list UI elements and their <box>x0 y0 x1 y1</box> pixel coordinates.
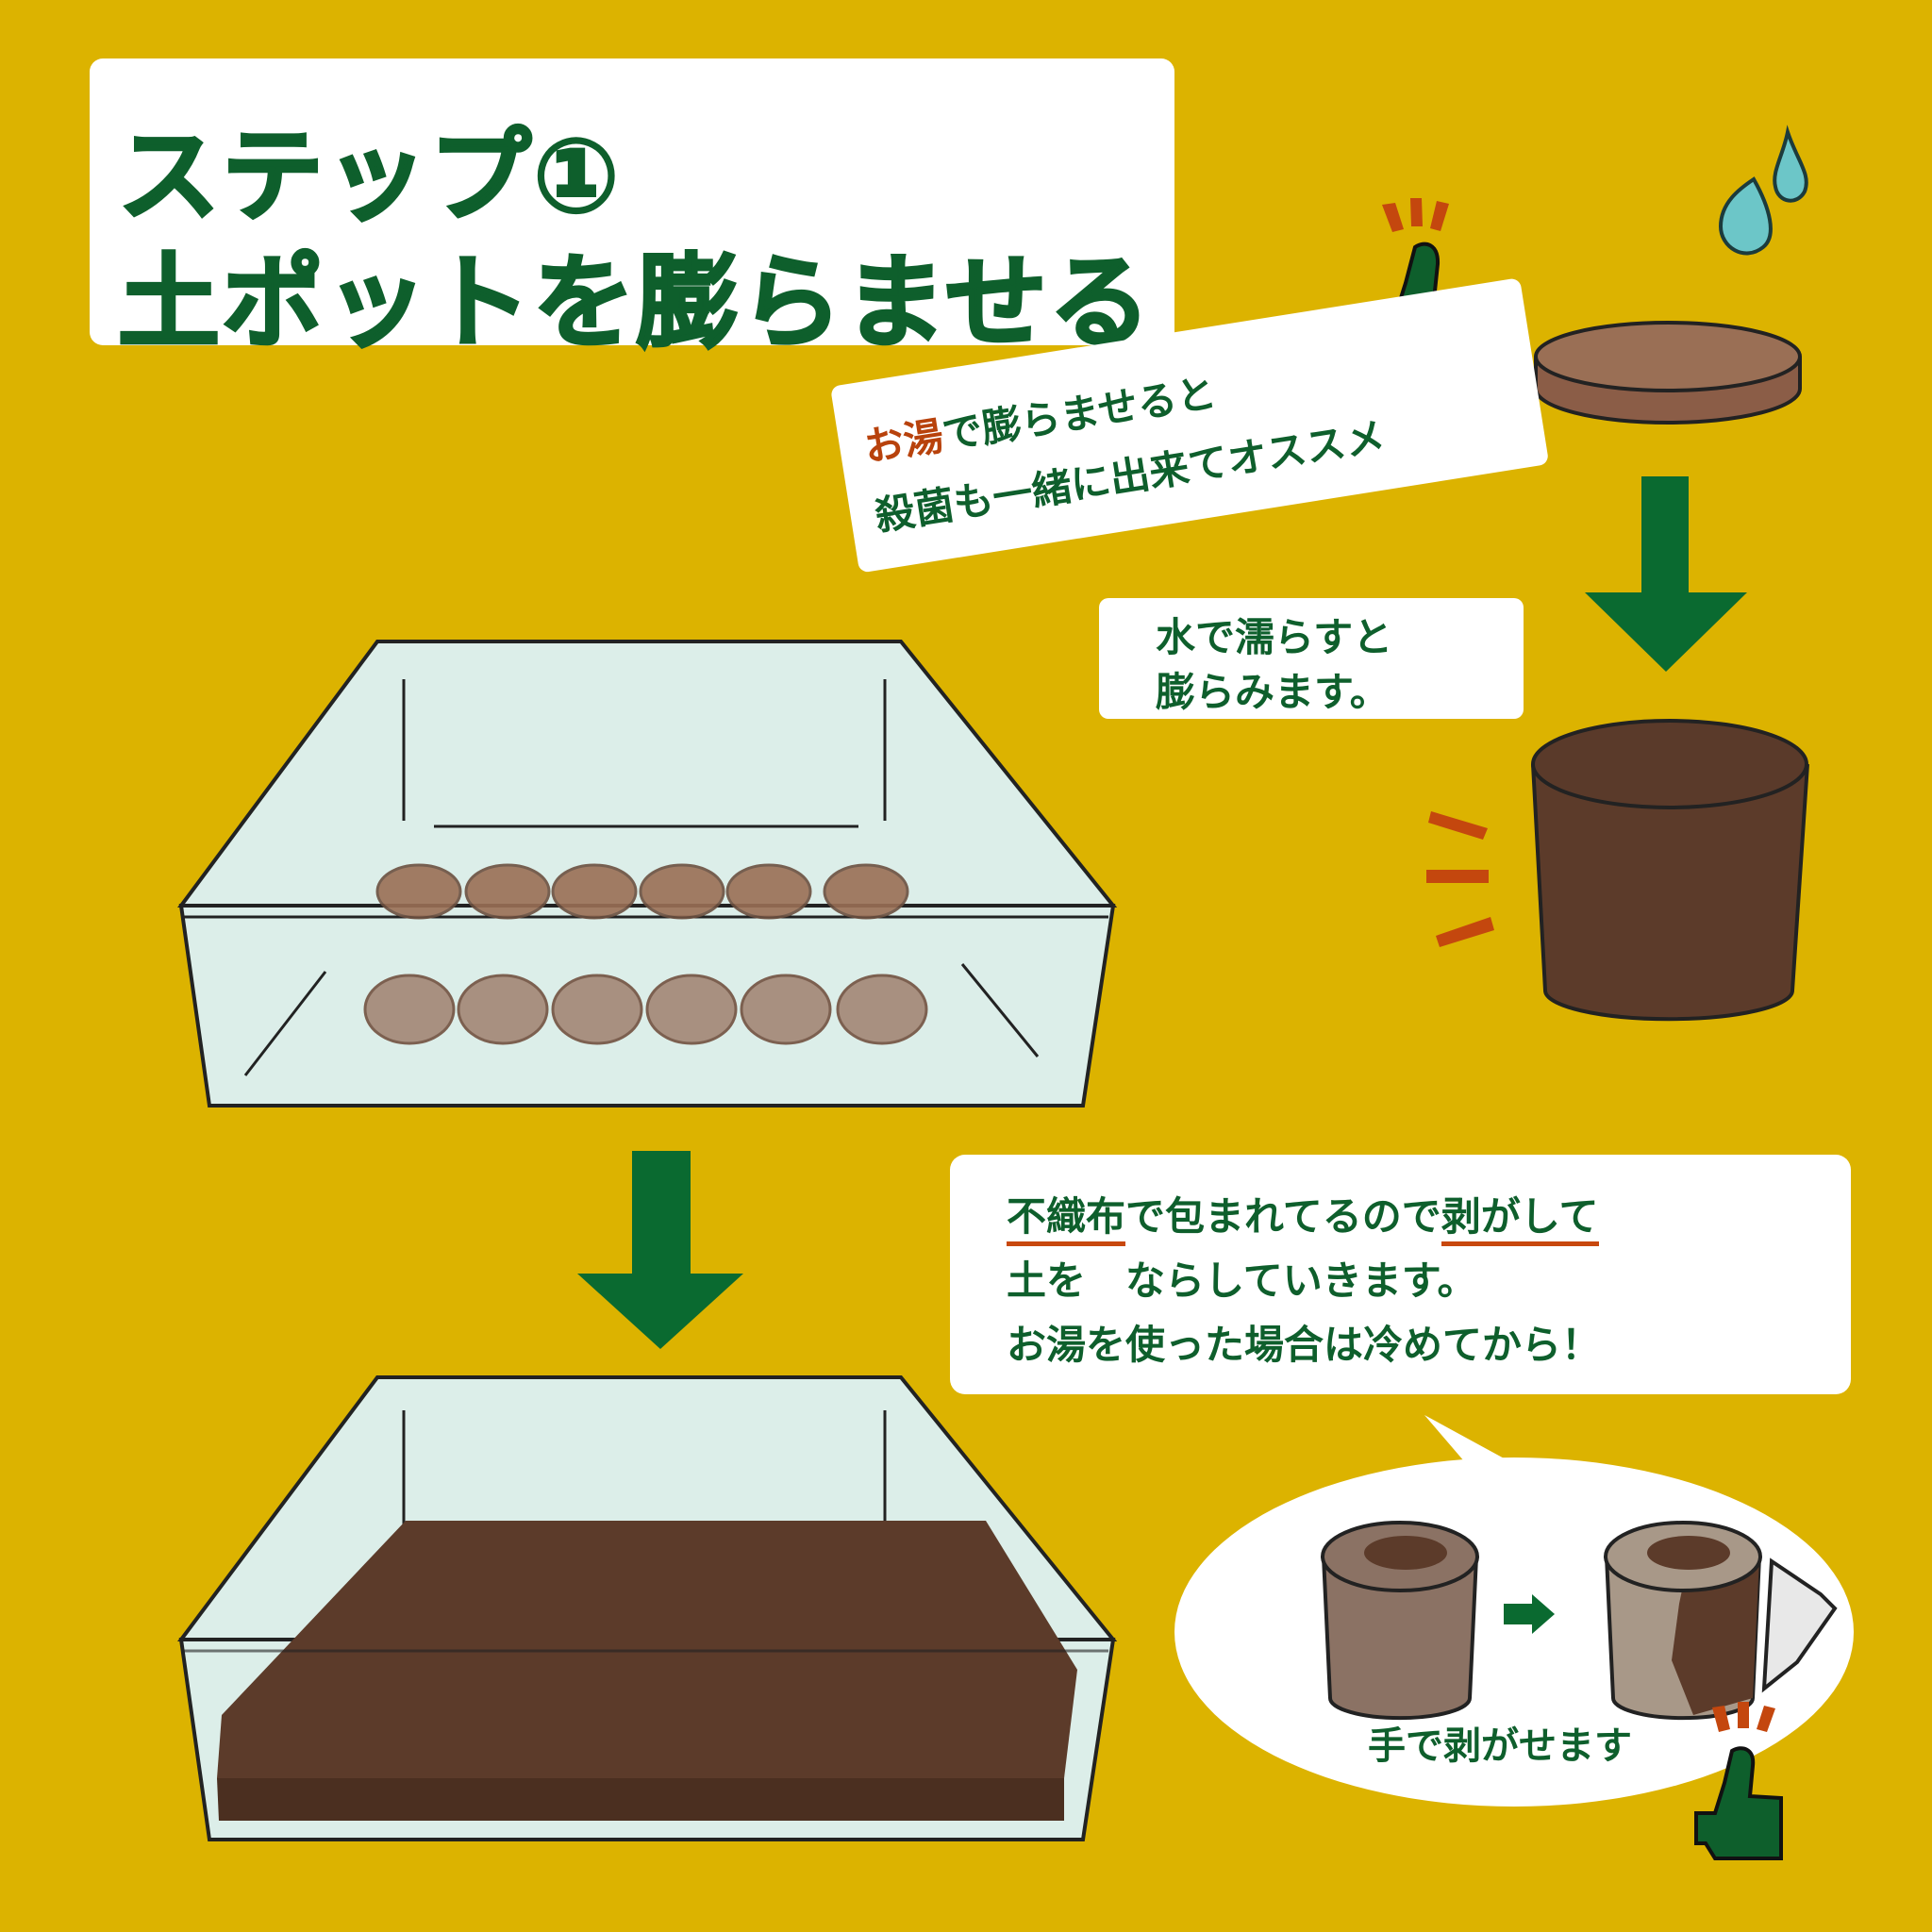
peel-note-line3: お湯を使った場合は冷めてから！ <box>1007 1322 1602 1368</box>
peel-note-underline-peel: 剥がして <box>1441 1193 1599 1246</box>
pellet-row-front <box>363 974 928 1045</box>
pellet <box>725 863 812 920</box>
pellet-row-back <box>375 863 909 920</box>
down-arrow-icon <box>577 1151 743 1349</box>
pellet <box>551 974 643 1045</box>
container-with-pellets <box>177 640 1118 1108</box>
spark-mark-icon <box>1382 198 1449 232</box>
peel-note-underline-fabric: 不織布 <box>1007 1193 1126 1246</box>
covered-pellet <box>1321 1521 1479 1721</box>
peel-note: 不織布で包まれてるので剥がして 土を ならしていきます。 お湯を使った場合は冷め… <box>950 1155 1851 1394</box>
water-drop-icon <box>1718 125 1808 256</box>
thumbs-up-icon <box>1694 1746 1783 1860</box>
peel-note-line1: 不織布で包まれてるので剥がして <box>1007 1185 1599 1246</box>
peel-note-line1-middle: で包まれてるので <box>1125 1193 1441 1240</box>
wet-note-line1: 水で濡らすと <box>1156 614 1393 660</box>
pellet <box>363 974 456 1045</box>
pellet <box>464 863 551 920</box>
pellet <box>645 974 738 1045</box>
dry-pellet <box>1534 321 1802 425</box>
wet-note-line2: 膨らみます。 <box>1156 669 1390 715</box>
expansion-mark-icon <box>1426 811 1494 947</box>
right-arrow-icon <box>1504 1594 1555 1634</box>
peel-note-line2: 土を ならしていきます。 <box>1007 1257 1477 1304</box>
tip-note-accent: お湯 <box>860 412 947 471</box>
pellet <box>457 974 549 1045</box>
pellet <box>823 863 909 920</box>
container-with-soil <box>177 1375 1118 1841</box>
ellipse-caption: 手で剥がせます <box>1368 1724 1632 1768</box>
pellet <box>740 974 832 1045</box>
title-panel: ステップ① 土ポットを膨らませる <box>90 58 1174 364</box>
down-arrow-icon <box>1585 476 1747 672</box>
pellet <box>836 974 928 1045</box>
pellet <box>639 863 725 920</box>
page-title-step: ステップ① <box>116 117 622 238</box>
page-title-main: 土ポットを膨らませる <box>117 243 1153 364</box>
expanded-pellet <box>1531 719 1809 1022</box>
peeled-pellet <box>1604 1521 1838 1721</box>
pellet <box>551 863 638 920</box>
pellet <box>375 863 462 920</box>
wet-note: 水で濡らすと 膨らみます。 <box>1099 598 1524 719</box>
spark-mark-icon <box>1712 1702 1775 1732</box>
